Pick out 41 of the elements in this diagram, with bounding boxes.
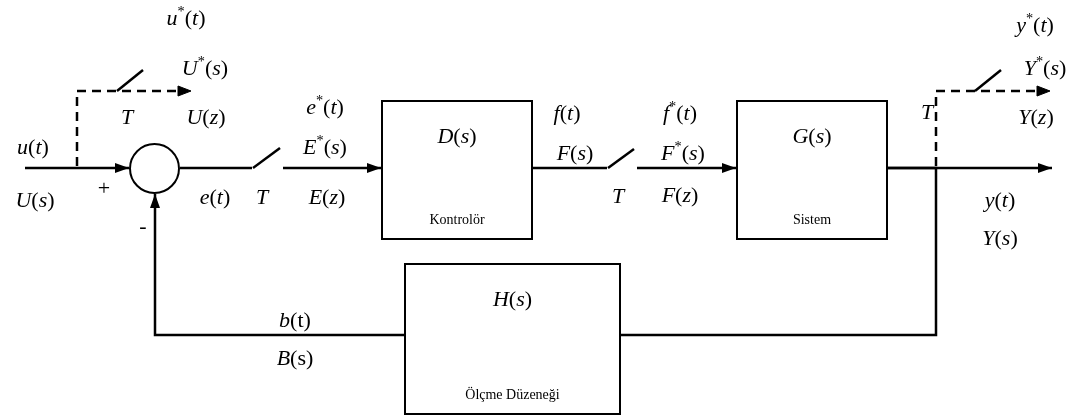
signal-label: U$^{*}$(s) (181, 55, 229, 81)
signal-label: - (139, 213, 147, 239)
signal-label: Y(z) (1018, 104, 1054, 130)
signal-label: T (611, 183, 625, 209)
signal-label: b(t) (279, 307, 311, 333)
signal-label: U(z) (186, 104, 226, 130)
transfer-function: G(s) (792, 124, 832, 149)
signal-label: f$^{*}$(t) (662, 100, 698, 126)
signal-label: e$^{*}$(t) (306, 94, 344, 120)
block-box (404, 263, 621, 415)
signal-label: + (97, 175, 111, 201)
signal-label: e(t) (199, 184, 231, 210)
transfer-function: H(s) (492, 287, 533, 312)
block-caption: Ölçme Düzeneği (465, 387, 560, 403)
signal-label: y$^{*}$(t) (1016, 12, 1054, 38)
summing-junction (129, 143, 180, 194)
signal-label: B(s) (276, 345, 314, 371)
signal-label: y(t) (984, 187, 1016, 213)
signal-label: Y$^{*}$(s) (1023, 55, 1067, 81)
arrow (283, 163, 381, 173)
arrow (150, 194, 404, 337)
signal-label: E(z) (308, 184, 346, 210)
signal-label: u$^{*}$(t) (166, 5, 206, 31)
signal-label: F(s) (556, 140, 594, 166)
arrow (25, 163, 129, 173)
block-box (736, 100, 888, 240)
signal-label: Y(s) (982, 225, 1018, 251)
signal-label: F$^{*}$(s) (661, 140, 705, 166)
signal-label: T (920, 99, 934, 125)
signal-label: U(s) (15, 187, 55, 213)
signal-label: u(t) (17, 134, 49, 160)
transfer-function: D(s) (437, 124, 477, 149)
block-caption: Kontrolör (429, 212, 485, 228)
block-box (381, 100, 533, 240)
arrow (637, 163, 736, 173)
signal-label: E$^{*}$(s) (303, 134, 347, 160)
signal-label: T (120, 104, 134, 130)
signal-label: T (255, 184, 269, 210)
signal-label: f(t) (553, 100, 581, 126)
block-caption: Sistem (792, 212, 832, 228)
signal-label: F(z) (661, 182, 699, 208)
